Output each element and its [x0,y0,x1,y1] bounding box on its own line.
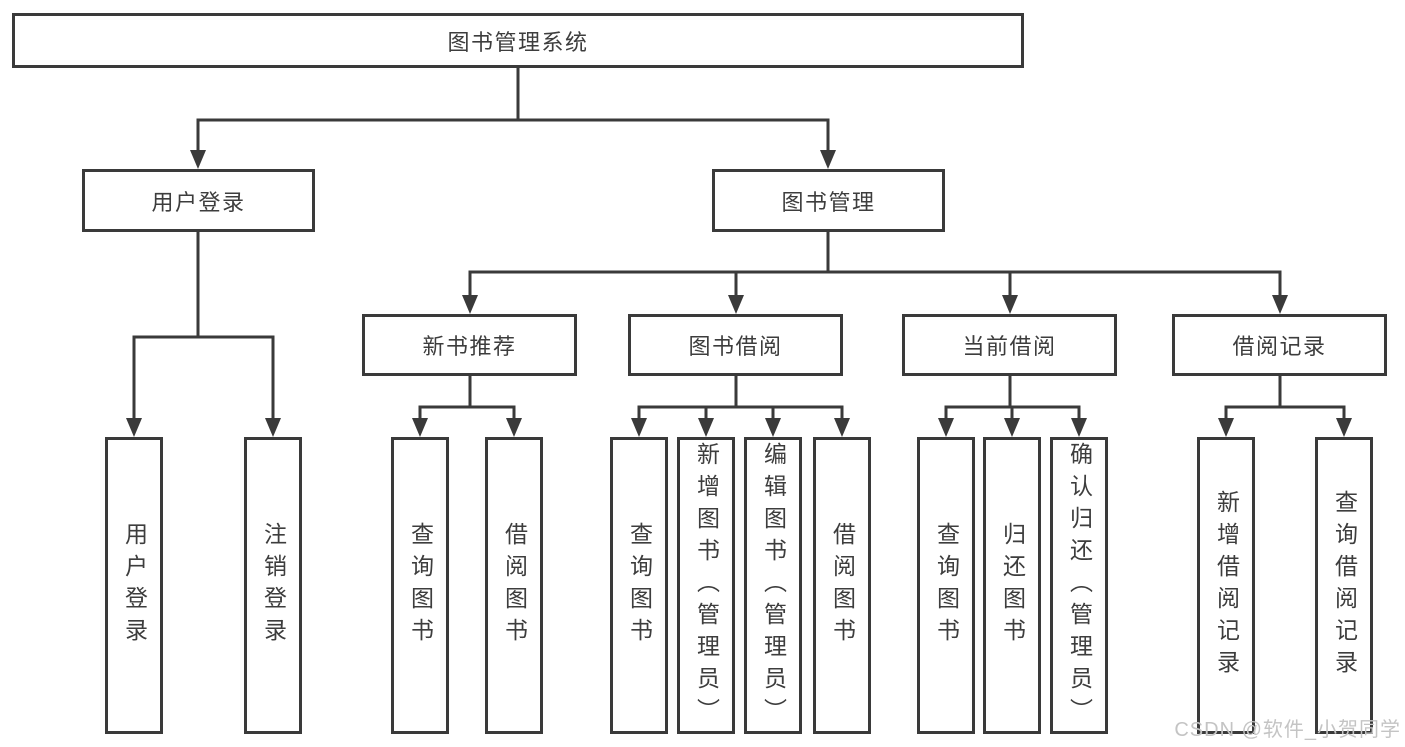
leaf-label: 新增图书（管理员） [693,441,720,730]
leaf-label: 编辑图书（管理员） [760,441,787,730]
node-library-management-system: 图书管理系统 [12,13,1024,68]
node-label: 新书推荐 [422,334,517,359]
leaf-label: 归还图书 [999,521,1026,650]
csdn-watermark: CSDN @软件_小贺同学 [1174,719,1401,741]
tree-edges [132,66,1346,421]
leaf-borrowing-borrow-books: 借阅图书 [813,437,871,734]
leaf-label: 新增借阅记录 [1213,489,1240,682]
leaf-borrowing-edit-books-admin: 编辑图书（管理员） [744,437,802,734]
leaf-current-return-books: 归还图书 [983,437,1041,734]
leaf-records-add-borrow-record: 新增借阅记录 [1197,437,1255,734]
node-current-borrowing: 当前借阅 [902,314,1117,376]
node-book-management: 图书管理 [712,169,945,232]
leaf-label: 查询图书 [933,521,960,650]
leaf-label: 查询借阅记录 [1331,489,1358,682]
node-borrowing-records: 借阅记录 [1172,314,1387,376]
leaf-borrowing-add-books-admin: 新增图书（管理员） [677,437,735,734]
leaf-label: 注销登录 [260,521,287,650]
leaf-records-query-borrow-record: 查询借阅记录 [1315,437,1373,734]
node-label: 图书管理 [781,189,876,215]
leaf-label: 借阅图书 [501,521,528,650]
leaf-current-query-books: 查询图书 [917,437,975,734]
node-label: 图书管理系统 [447,29,589,55]
leaf-label: 用户登录 [121,521,148,650]
leaf-recommend-query-books: 查询图书 [391,437,449,734]
leaf-user-login: 用户登录 [105,437,163,734]
leaf-label: 查询图书 [407,521,434,650]
leaf-current-confirm-return-admin: 确认归还（管理员） [1050,437,1108,734]
leaf-label: 查询图书 [626,521,653,650]
leaf-label: 确认归还（管理员） [1066,441,1093,730]
node-label: 借阅记录 [1232,334,1327,359]
leaf-logout: 注销登录 [244,437,302,734]
node-label: 当前借阅 [962,334,1057,359]
leaf-borrowing-query-books: 查询图书 [610,437,668,734]
node-new-book-recommendation: 新书推荐 [362,314,577,376]
leaf-label: 借阅图书 [829,521,856,650]
leaf-recommend-borrow-books: 借阅图书 [485,437,543,734]
node-book-borrowing: 图书借阅 [628,314,843,376]
node-label: 用户登录 [151,189,246,215]
node-label: 图书借阅 [688,334,783,359]
node-user-login: 用户登录 [82,169,315,232]
